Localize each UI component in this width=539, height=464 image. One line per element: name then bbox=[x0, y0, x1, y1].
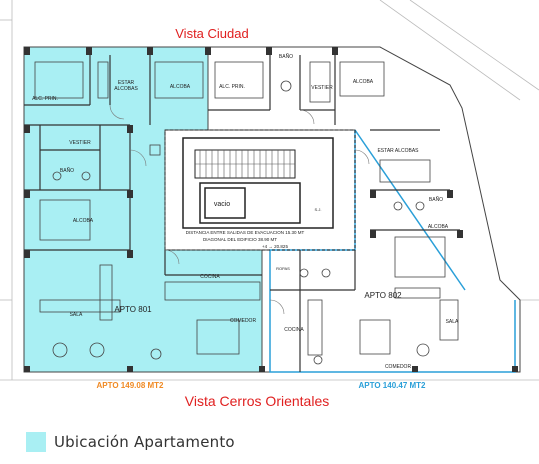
vacio-label: vacio bbox=[214, 201, 230, 208]
top-view-label: Vista Ciudad bbox=[175, 26, 248, 41]
distance-line1: DISTANCIA ENTRE SALIDAS DE EVACUACION 15… bbox=[186, 230, 305, 235]
doors bbox=[109, 104, 370, 315]
room-801-alc-prin: ALC. PRIN. bbox=[32, 96, 58, 102]
furniture-802 bbox=[214, 61, 459, 365]
room-801-estar-l1: ESTAR bbox=[118, 80, 135, 86]
furniture-801 bbox=[34, 61, 261, 360]
area-left: APTO 149.08 MT2 bbox=[97, 381, 165, 390]
room-802-ropas: ROPAS bbox=[276, 266, 290, 271]
room-801-alcoba-top: ALCOBA bbox=[170, 84, 191, 90]
room-802-bano-top: BAÑO bbox=[279, 53, 293, 60]
apt-801-label: APTO 801 bbox=[114, 305, 152, 314]
room-801-alcoba: ALCOBA bbox=[73, 218, 94, 224]
walls-801 bbox=[24, 55, 262, 276]
stair-lines bbox=[195, 150, 295, 178]
room-801-estar-l2: ALCOBAS bbox=[114, 86, 138, 92]
room-801-vestier: VESTIER bbox=[69, 140, 91, 146]
room-802-bano: BAÑO bbox=[429, 196, 443, 203]
room-802-estar: ESTAR ALCOBAS bbox=[377, 148, 419, 154]
room-801-comedor: COMEDOR bbox=[230, 318, 257, 324]
distance-line2: DIAGONAL DEL EDIFICIO 38.90 MT bbox=[203, 237, 277, 242]
legend-label: Ubicación Apartamento bbox=[54, 433, 235, 451]
legend: Ubicación Apartamento bbox=[26, 432, 235, 452]
bottom-view-label: Vista Cerros Orientales bbox=[185, 393, 329, 409]
room-801-sala: SALA bbox=[70, 312, 83, 318]
apt-802-label: APTO 802 bbox=[364, 291, 402, 300]
legend-swatch bbox=[26, 432, 46, 452]
room-801-bano: BAÑO bbox=[60, 167, 74, 174]
area-right: APTO 140.47 MT2 bbox=[359, 381, 427, 390]
walls-802 bbox=[208, 55, 460, 372]
site-lines bbox=[0, 0, 539, 381]
room-802-sala: SALA bbox=[446, 319, 459, 325]
columns bbox=[24, 47, 518, 372]
room-802-alcoba: ALCOBA bbox=[428, 224, 449, 230]
room-802-vestier: VESTIER bbox=[311, 85, 333, 91]
sj-label: S.J. bbox=[315, 207, 322, 212]
room-802-alcoba-top: ALCOBA bbox=[353, 79, 374, 85]
room-802-cocina: COCINA bbox=[284, 327, 304, 333]
room-801-cocina: COCINA bbox=[200, 274, 220, 280]
room-802-alc-prin: ALC. PRIN. bbox=[219, 84, 245, 90]
room-802-comedor: COMEDOR bbox=[385, 364, 412, 370]
rooms-802: ALC. PRIN. BAÑO VESTIER ALCOBA ESTAR ALC… bbox=[219, 53, 459, 370]
level-label: +4 → 20.825 bbox=[262, 244, 288, 249]
